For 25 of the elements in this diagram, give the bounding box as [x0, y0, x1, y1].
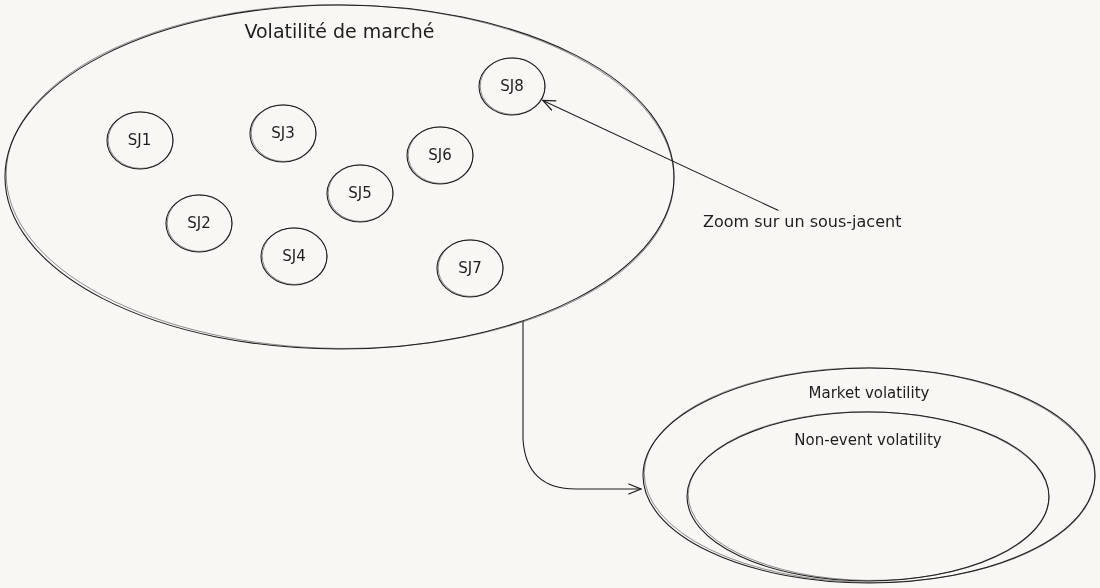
- circle-label: SJ2: [187, 214, 211, 232]
- circle-label: SJ6: [428, 146, 452, 164]
- circle-node: [478, 56, 546, 116]
- circle-node: [260, 226, 328, 286]
- circle-node: [326, 163, 394, 223]
- region-label: Volatilité de marché: [244, 20, 435, 43]
- circle-label: SJ5: [348, 184, 372, 202]
- circle-label: SJ7: [458, 259, 482, 277]
- region-label: Non-event volatility: [794, 431, 942, 449]
- ellipse-region: [4, 4, 675, 350]
- ellipse-region: [642, 367, 1096, 584]
- circle-node: [105, 110, 174, 170]
- region-label: Market volatility: [808, 384, 930, 402]
- arrow: [522, 321, 642, 495]
- circle-node: [436, 238, 504, 298]
- circle-node: [165, 193, 233, 253]
- circle-label: SJ1: [127, 131, 152, 149]
- circle-node: [406, 125, 474, 185]
- circle-label: SJ4: [282, 247, 306, 265]
- circle-label: SJ8: [500, 77, 524, 95]
- circle-node: [249, 103, 317, 163]
- arrow: [542, 99, 779, 211]
- circle-label: SJ3: [271, 124, 295, 142]
- ellipse-region: [686, 411, 1050, 582]
- annotation-text: Zoom sur un sous-jacent: [703, 212, 902, 232]
